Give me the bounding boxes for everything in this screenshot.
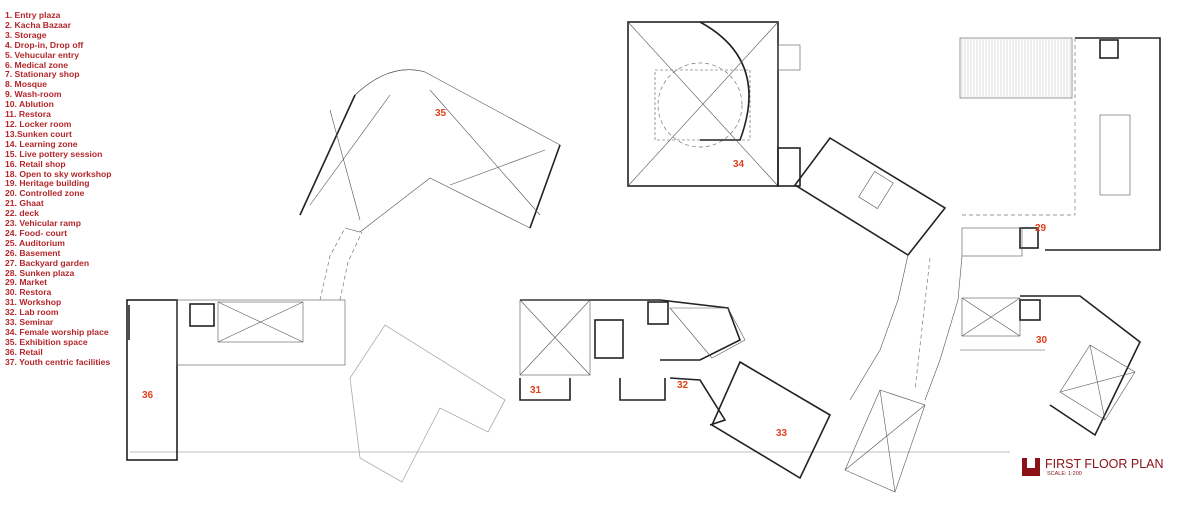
logo-icon	[1022, 458, 1040, 476]
block-35-exhibition	[299, 69, 561, 301]
room-label-36: 36	[142, 390, 154, 401]
legend-item: 33. Seminar	[5, 317, 54, 328]
legend-item: 20. Controlled zone	[5, 188, 85, 199]
room-label-30: 30	[1036, 335, 1048, 346]
legend-item: 27. Backyard garden	[5, 257, 90, 268]
legend-item: 5. Vehucular entry	[5, 49, 80, 60]
legend-item: 12. Locker room	[5, 118, 72, 129]
legend-item: 11. Restora	[5, 109, 51, 120]
site-outline	[349, 324, 506, 483]
legend-item: 36. Retail	[5, 346, 43, 357]
legend-item: 4. Drop-in, Drop off	[5, 39, 84, 50]
plan-scale: SCALE: 1:200	[1047, 471, 1082, 477]
legend-item: 25. Auditorium	[5, 237, 65, 248]
legend-item: 18. Open to sky workshop	[5, 168, 112, 179]
legend-item: 16. Retail shop	[5, 158, 66, 169]
legend-item: 6. Medical zone	[5, 59, 69, 70]
legend-item: 9. Wash-room	[5, 89, 62, 100]
lower-open-block	[844, 389, 926, 493]
room-label-34: 34	[733, 159, 745, 170]
room-label-33: 33	[776, 428, 788, 439]
legend-item: 29. Market	[5, 277, 48, 288]
legend-item: 34. Female worship place	[5, 327, 109, 337]
legend-item: 2. Kacha Bazaar	[5, 19, 71, 30]
central-corridor	[849, 254, 963, 401]
block-33-seminar	[710, 360, 832, 480]
room-label-32: 32	[677, 380, 689, 391]
room-label-31: 31	[530, 385, 542, 396]
legend-item: 28. Sunken plaza	[5, 267, 75, 278]
legend-item: 3. Storage	[5, 29, 47, 40]
legend-item: 35. Exhibition space	[5, 336, 88, 347]
legend-item: 14. Learning zone	[5, 138, 78, 149]
legend-item: 10. Ablution	[5, 99, 54, 110]
legend-item: 37. Youth centric facilities	[5, 356, 111, 367]
legend-item: 32. Lab room	[5, 307, 59, 318]
hatched-roof	[959, 37, 1073, 99]
angled-block	[793, 136, 947, 257]
legend-item: 30. Restora	[5, 287, 52, 298]
legend-item: 21. Ghaat	[5, 198, 44, 209]
plan-title: FIRST FLOOR PLAN	[1045, 457, 1164, 471]
legend-item: 8. Mosque	[5, 79, 48, 90]
legend-item: 13.Sunken court	[5, 128, 72, 139]
block-29-market	[961, 37, 1161, 257]
block-34-female-worship	[627, 21, 801, 187]
legend-item: 22. deck	[5, 208, 39, 219]
legend-item: 24. Food- court	[5, 227, 68, 238]
legend-item: 31. Workshop	[5, 297, 62, 308]
room-label-35: 35	[435, 108, 447, 119]
title-block: FIRST FLOOR PLAN SCALE: 1:200	[1022, 457, 1164, 477]
legend-item: 1. Entry plaza	[5, 10, 61, 20]
legend-item: 23. Vehicular ramp	[5, 218, 81, 229]
block-36-retail	[126, 299, 346, 461]
legend-item: 15. Live pottery session	[5, 148, 103, 159]
legend-item: 19. Heritage building	[5, 178, 90, 189]
block-30-restora	[960, 295, 1142, 437]
legend-item: 7. Stationary shop	[5, 69, 80, 80]
legend-item: 26. Basement	[5, 247, 61, 258]
room-label-29: 29	[1035, 223, 1047, 234]
block-31-32	[519, 299, 746, 426]
